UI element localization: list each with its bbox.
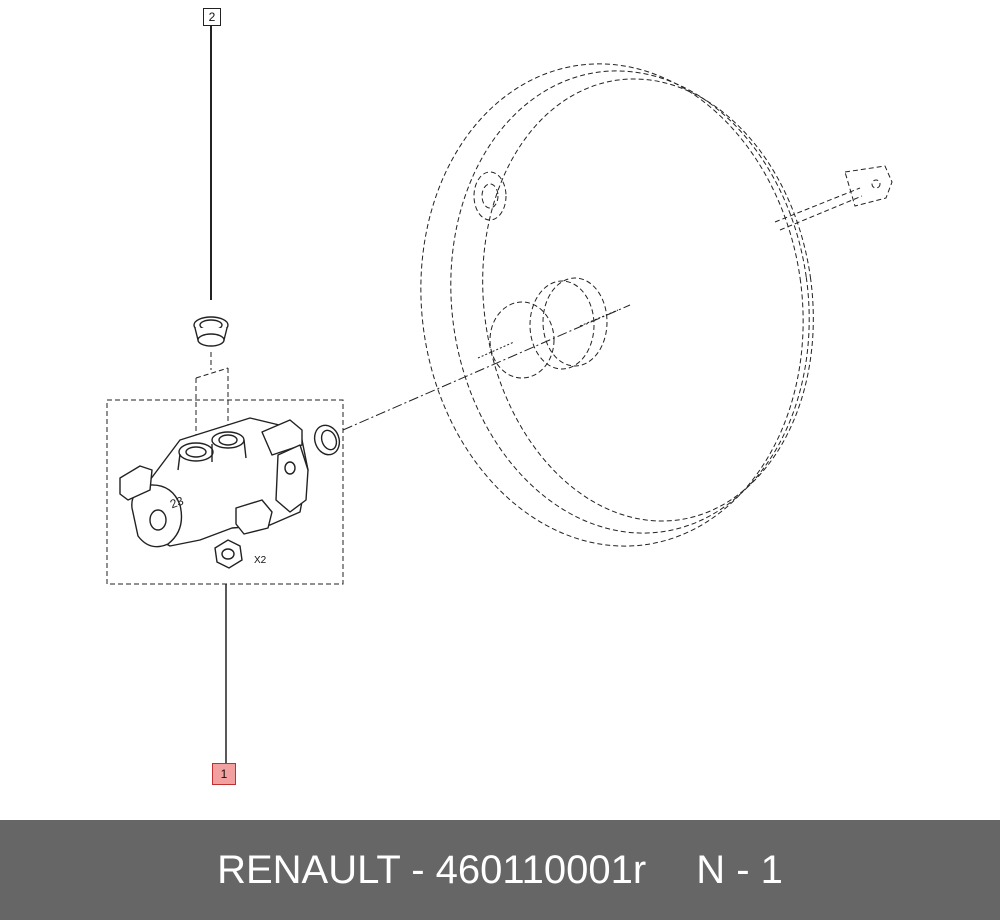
callout-2[interactable]: 2 xyxy=(203,8,221,26)
assembly-box xyxy=(106,399,344,585)
footer-note: N - 1 xyxy=(696,847,783,892)
reservoir-seal-grommet[interactable] xyxy=(193,316,229,347)
brake-master-cylinder[interactable]: 23 xyxy=(119,417,309,548)
exploded-parts-diagram: 23 xyxy=(106,26,893,763)
mounting-nut[interactable] xyxy=(214,539,243,569)
brand-part-number: RENAULT - 460110001r xyxy=(217,847,647,892)
callout-1-highlighted[interactable]: 1 xyxy=(212,763,236,785)
booster-seal-ring[interactable] xyxy=(311,422,344,458)
brake-booster-outline xyxy=(420,63,893,547)
quantity-label: X2 xyxy=(254,555,267,566)
assembly-guide-lines xyxy=(195,304,631,438)
cast-number: 23 xyxy=(168,493,186,511)
footer-bar: RENAULT - 460110001r N - 1 xyxy=(0,820,1000,920)
